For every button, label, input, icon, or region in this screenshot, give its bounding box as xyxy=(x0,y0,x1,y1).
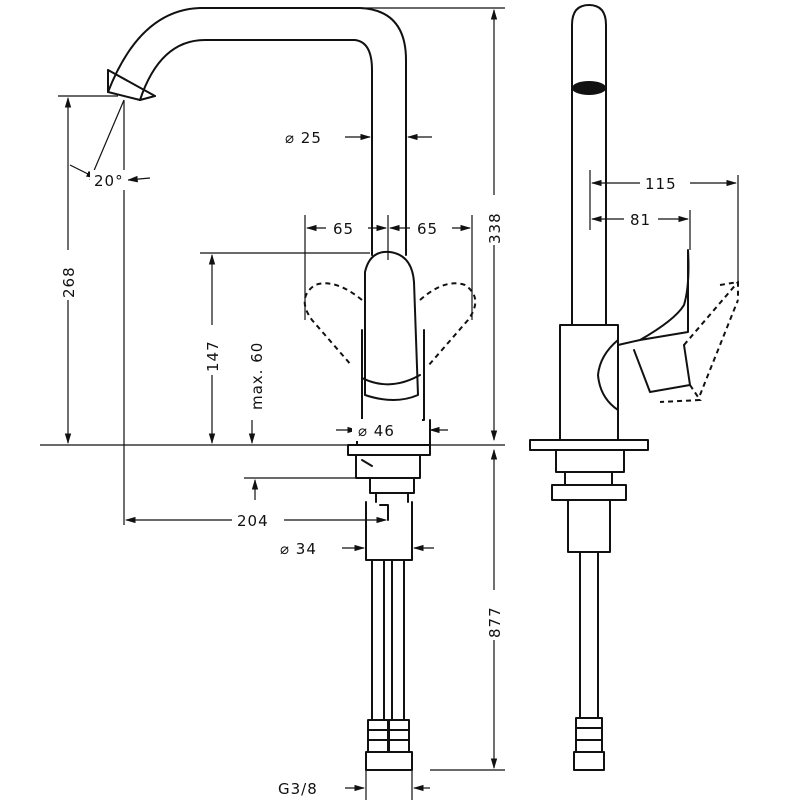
side-spout xyxy=(571,4,607,326)
dim-side-115: 115 xyxy=(645,175,677,193)
dim-thread-g38: G3/8 xyxy=(278,780,318,798)
dim-dia-46: ⌀ 46 xyxy=(358,422,395,440)
dim-right-65: 65 xyxy=(417,220,438,238)
front-handle xyxy=(303,250,477,421)
side-view xyxy=(529,4,739,771)
dim-length-877: 877 xyxy=(486,606,504,638)
dim-height-147: 147 xyxy=(204,340,222,372)
dimension-lines xyxy=(40,7,739,800)
dim-dia-25: ⌀ 25 xyxy=(285,129,322,147)
front-hoses xyxy=(365,559,413,771)
side-base xyxy=(529,439,649,771)
dim-reach-204: 204 xyxy=(237,512,269,530)
dim-dia-34: ⌀ 34 xyxy=(280,540,317,558)
dim-side-81: 81 xyxy=(630,211,651,229)
side-body xyxy=(559,249,739,441)
dim-height-338: 338 xyxy=(486,212,504,244)
front-view xyxy=(107,7,477,771)
front-spout xyxy=(107,7,407,256)
dim-height-268: 268 xyxy=(60,266,78,298)
dim-angle-20: 20° xyxy=(94,172,124,190)
dim-left-65: 65 xyxy=(333,220,354,238)
dim-max-60: max. 60 xyxy=(248,342,266,410)
dimension-labels: ⌀ 25 20° 268 338 65 65 147 max. 60 ⌀ 46 … xyxy=(58,126,690,798)
